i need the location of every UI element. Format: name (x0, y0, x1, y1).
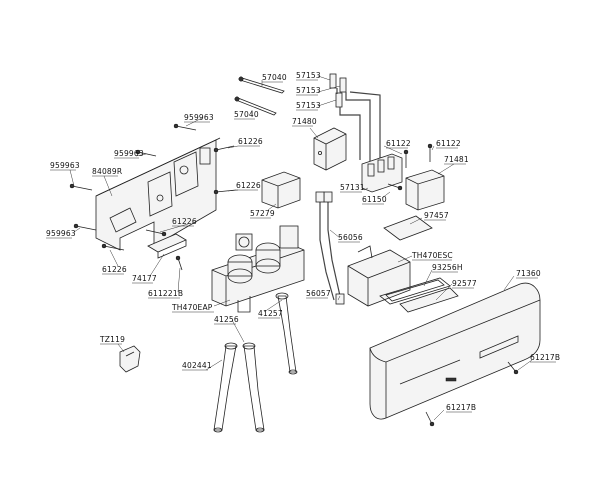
label-97457: 97457 (424, 211, 449, 220)
screw-959963-c (69, 183, 93, 191)
label-57153-c: 57153 (296, 101, 321, 110)
label-402441: 402441 (182, 361, 212, 370)
front-cover-71360 (369, 282, 541, 420)
ignition-module-TH470ESC (347, 245, 411, 307)
label-959963-d: 959963 (46, 229, 76, 238)
label-TH470ESC: TH470ESC (411, 251, 453, 260)
label-84089R: 84089R (92, 167, 122, 176)
screw-61226-c (145, 229, 167, 237)
part-labels: 57040 57040 57153 57153 57153 71480 9599… (46, 71, 560, 413)
screw-959963-d (73, 223, 97, 231)
label-61226-b: 61226 (236, 181, 261, 190)
clip-TZ119 (119, 345, 141, 373)
label-611221B: 611221B (148, 289, 183, 298)
label-74177: 74177 (132, 274, 157, 283)
screw-959963-a (173, 123, 197, 131)
bracket-57279 (261, 171, 301, 209)
label-57040-upper: 57040 (262, 73, 287, 82)
label-57040-lower: 57040 (234, 110, 259, 119)
pipe-41256 (242, 342, 265, 433)
label-959963-b: 959963 (114, 149, 144, 158)
label-92577: 92577 (452, 279, 477, 288)
label-41257: 41257 (258, 309, 283, 318)
label-71480: 71480 (292, 117, 317, 126)
label-plate-97457 (383, 215, 433, 241)
screw-61226-d (101, 243, 125, 251)
pipe-41257 (275, 292, 298, 375)
gas-valve-TH470EAP (211, 225, 305, 313)
label-41256: 41256 (214, 315, 239, 324)
label-959963-c: 959963 (50, 161, 80, 170)
screw-61122-b (427, 143, 433, 162)
label-56057: 56057 (306, 289, 331, 298)
screw-61217B-b (425, 411, 435, 427)
label-61122-b: 61122 (436, 139, 461, 148)
bracket-71480 (313, 127, 347, 171)
connector-57153-set (329, 73, 381, 170)
label-61217B-a: 61217B (530, 353, 560, 362)
label-TZ119: TZ119 (99, 335, 125, 344)
screw-61150 (387, 183, 403, 191)
clip-74177 (147, 233, 187, 259)
label-TH470EAP: TH470EAP (171, 303, 213, 312)
label-57153-a: 57153 (296, 71, 321, 80)
pipe-402441 (213, 342, 238, 433)
screw-959963-b (135, 149, 157, 157)
label-959963-a: 959963 (184, 113, 214, 122)
bracket-71481 (405, 169, 445, 211)
screw-61122-a (403, 149, 409, 168)
screw-61217B-a (507, 361, 519, 375)
terminal-block-57131 (361, 153, 403, 193)
label-61226-d: 61226 (102, 265, 127, 274)
cable-tie-57040-upper (238, 76, 285, 94)
label-61150: 61150 (362, 195, 387, 204)
label-61217B-b: 61217B (446, 403, 476, 412)
mounting-plate-84089R (95, 137, 221, 251)
label-61226-a: 61226 (238, 137, 263, 146)
ignition-wire-56057 (315, 191, 345, 305)
label-71360: 71360 (516, 269, 541, 278)
cable-tie-57040-lower (234, 96, 277, 116)
label-57279: 57279 (250, 209, 275, 218)
label-61226-c: 61226 (172, 217, 197, 226)
window-92577 (399, 287, 459, 313)
label-93256H: 93256H (432, 263, 463, 272)
label-71481: 71481 (444, 155, 469, 164)
label-57131: 57131 (340, 183, 365, 192)
ignition-wire-56056 (323, 191, 341, 297)
label-57153-b: 57153 (296, 86, 321, 95)
screw-61226-a (213, 145, 235, 153)
screw-611221B (175, 255, 183, 271)
label-61122-a: 61122 (386, 139, 411, 148)
label-56056: 56056 (338, 233, 363, 242)
